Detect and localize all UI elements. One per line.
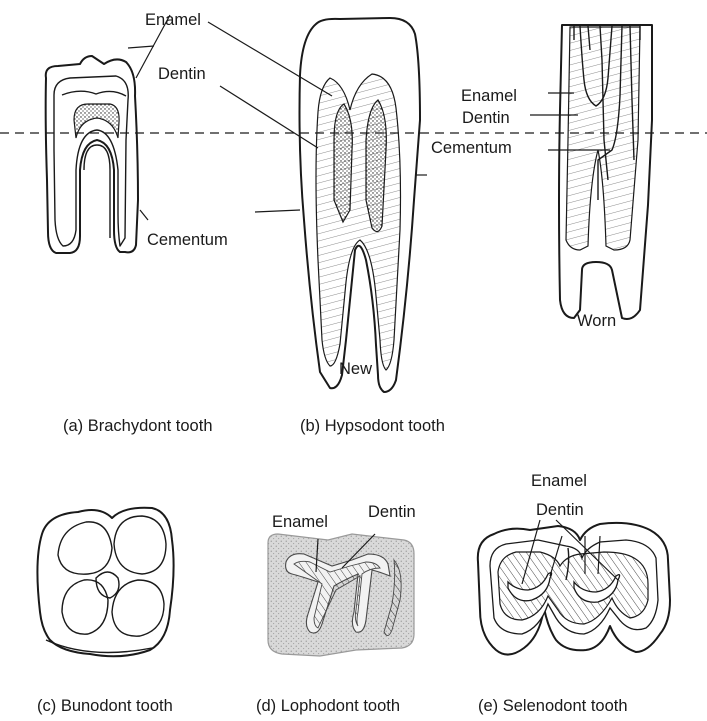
enamel-label-lophodont: Enamel [272, 513, 328, 531]
caption-brachydont: (a) Brachydont tooth [63, 417, 213, 435]
bunodont-tooth-drawing [37, 508, 173, 657]
worn-label: Worn [577, 312, 616, 330]
caption-lophodont: (d) Lophodont tooth [256, 697, 400, 715]
caption-bunodont: (c) Bunodont tooth [37, 697, 173, 715]
worn-hypsodont-tooth-drawing [559, 25, 652, 319]
brachydont-tooth-drawing [46, 56, 138, 253]
lophodont-tooth-drawing [268, 534, 414, 656]
dentin-label-worn: Dentin [462, 109, 510, 127]
new-label: New [339, 360, 372, 378]
hypsodont-tooth-drawing [300, 18, 421, 392]
caption-hypsodont: (b) Hypsodont tooth [300, 417, 445, 435]
dentin-label-selenodont: Dentin [536, 501, 584, 519]
caption-selenodont: (e) Selenodont tooth [478, 697, 628, 715]
cementum-label-hypsodont: Cementum [431, 139, 512, 157]
enamel-label-selenodont: Enamel [531, 472, 587, 490]
enamel-label-top: Enamel [145, 11, 201, 29]
selenodont-tooth-drawing [478, 523, 670, 655]
dentin-label-brachydont: Dentin [158, 65, 206, 83]
cementum-label-brachydont: Cementum [147, 231, 228, 249]
dentin-label-lophodont: Dentin [368, 503, 416, 521]
enamel-label-worn: Enamel [461, 87, 517, 105]
